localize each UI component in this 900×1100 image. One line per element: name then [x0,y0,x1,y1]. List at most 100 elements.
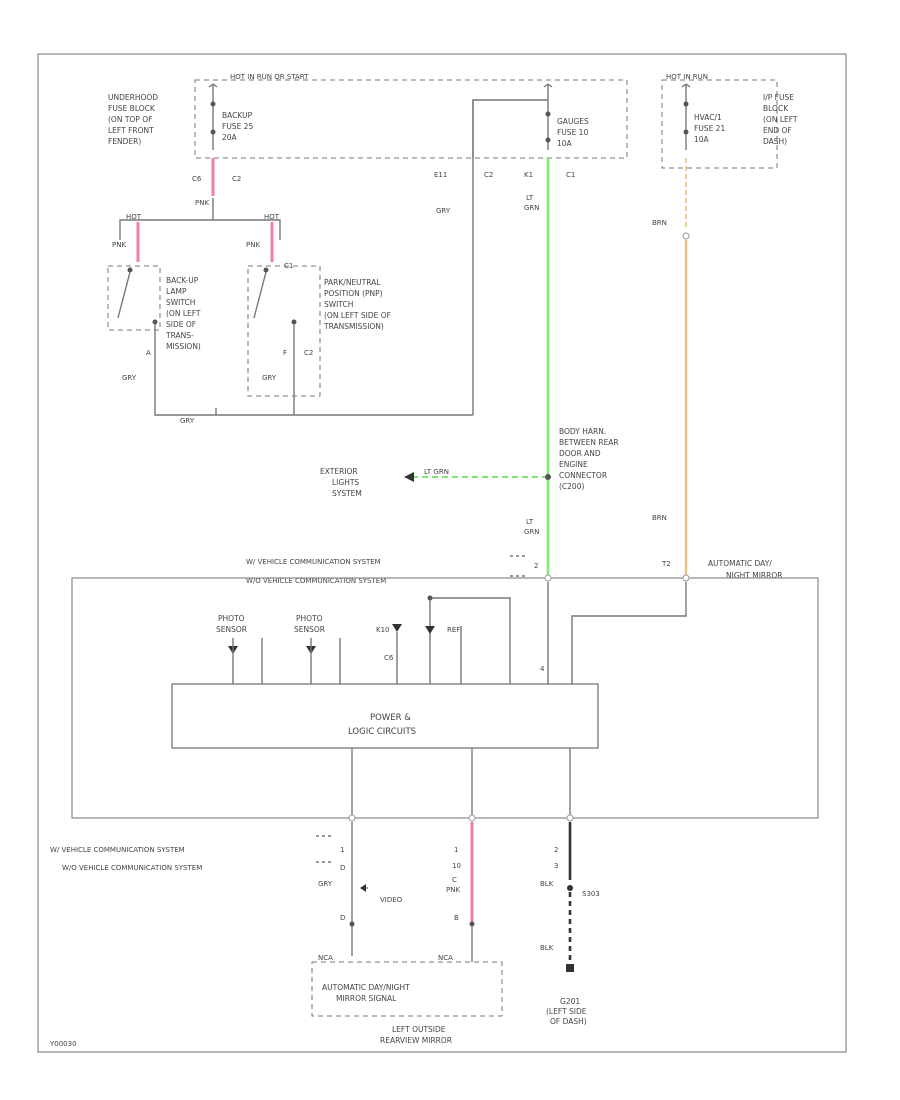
svg-text:C: C [452,876,457,884]
left-outside-mirror-outline [311,961,503,1017]
svg-text:BLK: BLK [540,880,554,888]
auto-mirror-signal-label: AUTOMATIC DAY/NIGHT MIRROR SIGNAL [322,983,410,1003]
svg-text:(ON TOP OF: (ON TOP OF [108,115,152,124]
diagram-border [37,53,847,1053]
svg-text:I/P FUSE: I/P FUSE [763,93,794,102]
ref-label: REF [447,626,460,634]
svg-text:20A: 20A [222,133,238,142]
svg-text:SENSOR: SENSOR [294,625,325,634]
vcs-label-bottom-1: W/ VEHICLE COMMUNICATION SYSTEM [50,846,185,854]
backup-fuse-label: BACKUP FUSE 25 20A [222,111,253,142]
svg-text:LT: LT [526,518,534,526]
wire-gry-label: GRY [436,207,451,215]
svg-text:HVAC/1: HVAC/1 [694,113,722,122]
svg-text:AUTOMATIC DAY/: AUTOMATIC DAY/ [708,559,772,568]
svg-text:FUSE 21: FUSE 21 [694,124,725,133]
svg-text:D: D [340,914,345,922]
svg-text:GRY: GRY [262,374,277,382]
mirror-module-outline [71,577,819,819]
svg-text:FUSE 25: FUSE 25 [222,122,253,131]
connector-k1: K1 [524,171,533,179]
svg-text:GRY: GRY [318,880,333,888]
wire-brn-label-top: BRN [652,219,667,227]
connector-c2-pnp: C2 [304,349,313,357]
vcs-label-bottom-2: W/O VEHICLE COMMUNICATION SYSTEM [62,864,202,872]
svg-text:DASH): DASH) [763,137,787,146]
svg-text:FUSE 10: FUSE 10 [557,128,588,137]
c6-contact-label: C6 [384,654,394,662]
wire-lt-grn-inline: LT GRN [424,468,449,476]
body-harness-label: BODY HARN. BETWEEN REAR DOOR AND ENGINE … [559,427,619,491]
arrow-exterior-icon [404,472,414,482]
backup-lamp-switch-label: BACK-UP LAMP SWITCH (ON LEFT SIDE OF TRA… [165,276,201,351]
svg-text:LEFT FRONT: LEFT FRONT [108,126,154,135]
underhood-fuse-block-label: UNDERHOOD FUSE BLOCK (ON TOP OF LEFT FRO… [108,93,158,146]
svg-text:BLK: BLK [540,944,554,952]
connector-e11: E11 [434,171,447,179]
hvac-fuse-label: HVAC/1 FUSE 21 10A [694,113,725,144]
svg-text:UNDERHOOD: UNDERHOOD [108,93,158,102]
svg-text:LEFT OUTSIDE: LEFT OUTSIDE [392,1025,446,1034]
hot-run-start-label: HOT IN RUN OR START [230,73,309,81]
hot-label-2: HOT [264,213,280,221]
ground-g201: G201 [560,997,580,1006]
svg-text:10A: 10A [694,135,710,144]
wire-gry-label-bus: GRY [180,417,195,425]
svg-text:PHOTO: PHOTO [218,614,245,623]
svg-text:(C200): (C200) [559,482,584,491]
gry-bus [154,400,473,416]
photo-sensor-1: PHOTO SENSOR [216,614,263,684]
power-logic-circuits-box [171,683,599,749]
pnp-switch-outline [247,265,321,397]
svg-text:GRN: GRN [524,204,540,212]
connector-c1: C1 [566,171,575,179]
svg-text:DOOR AND: DOOR AND [559,449,601,458]
svg-text:GRY: GRY [122,374,137,382]
vcs-label-2: W/O VEHICLE COMMUNICATION SYSTEM [246,577,386,585]
svg-text:FENDER): FENDER) [108,137,141,146]
nca-label-2: NCA [438,954,453,962]
ref-loop [429,597,511,684]
svg-text:TRANSMISSION): TRANSMISSION) [323,322,384,331]
svg-text:LAMP: LAMP [166,287,187,296]
pnp-switch-label: PARK/NEUTRAL POSITION (PNP) SWITCH (ON L… [323,278,391,331]
svg-text:PNK: PNK [112,241,126,249]
svg-text:BLOCK: BLOCK [763,104,789,113]
connector-c2b: C2 [484,171,493,179]
svg-text:PNK: PNK [246,241,260,249]
wire-pnk-label: PNK [195,199,209,207]
svg-text:EXTERIOR: EXTERIOR [320,467,358,476]
svg-text:2: 2 [554,846,558,854]
svg-text:B: B [454,914,459,922]
connector-c2: C2 [232,175,241,183]
svg-text:NIGHT MIRROR: NIGHT MIRROR [726,571,782,580]
svg-text:REARVIEW MIRROR: REARVIEW MIRROR [380,1036,452,1045]
svg-text:PARK/NEUTRAL: PARK/NEUTRAL [324,278,381,287]
svg-text:SWITCH: SWITCH [166,298,195,307]
auto-day-night-mirror-label: AUTOMATIC DAY/ NIGHT MIRROR [708,559,782,580]
svg-text:C1: C1 [284,262,293,270]
svg-text:10: 10 [452,862,461,870]
video-label: VIDEO [380,896,403,904]
svg-text:FUSE BLOCK: FUSE BLOCK [108,104,156,113]
photo-sensor-2: PHOTO SENSOR [294,614,341,684]
underhood-fuse-block-outline [194,79,628,159]
svg-text:D: D [340,864,345,872]
svg-text:TRANS-: TRANS- [165,331,194,340]
ground-icon [566,964,574,972]
pin-f: F [283,349,287,357]
svg-text:BETWEEN REAR: BETWEEN REAR [559,438,619,447]
svg-text:LOGIC CIRCUITS: LOGIC CIRCUITS [348,727,416,737]
brn-internal-wire [571,582,687,684]
backup-switch-blade [117,271,131,319]
svg-text:(ON LEFT: (ON LEFT [166,309,201,318]
hot-run-label: HOT IN RUN [666,73,708,81]
svg-text:1: 1 [454,846,458,854]
svg-text:BODY HARN.: BODY HARN. [559,427,606,436]
ip-fuse-block-label: I/P FUSE BLOCK (ON LEFT END OF DASH) [763,93,798,146]
svg-text:2: 2 [534,562,538,570]
splice-s303: S303 [582,890,600,898]
svg-text:MISSION): MISSION) [166,342,201,351]
svg-text:GRN: GRN [524,528,540,536]
